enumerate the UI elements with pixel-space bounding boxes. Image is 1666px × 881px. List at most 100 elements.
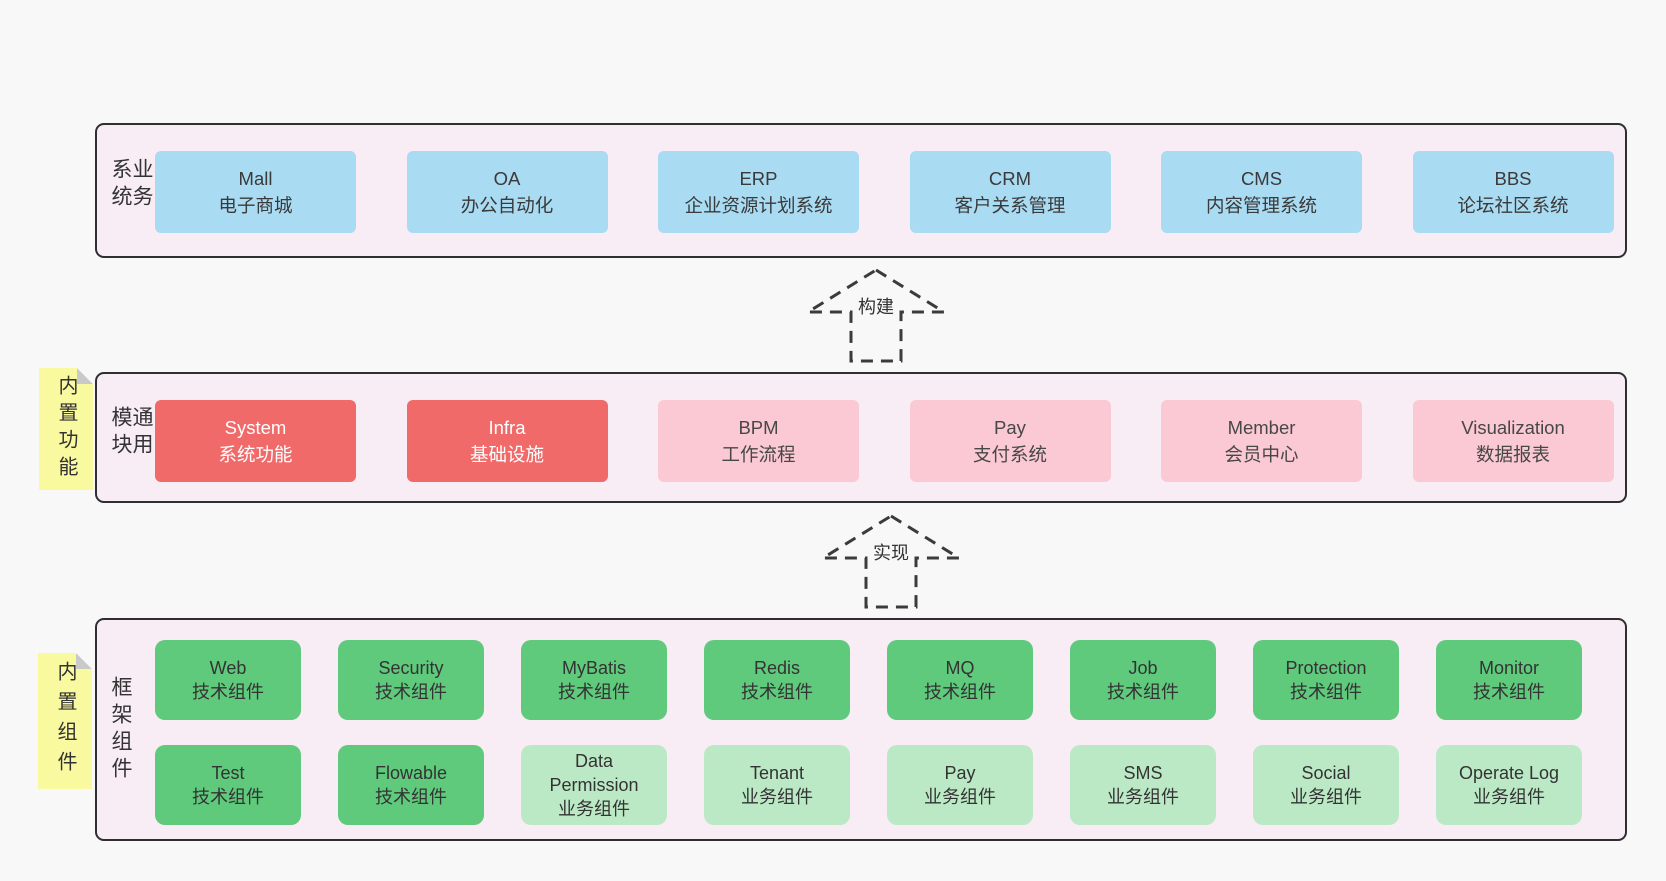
module-description: 技术组件 xyxy=(375,787,447,807)
module-name: Flowable xyxy=(374,763,448,783)
dashed-up-arrow-icon xyxy=(821,514,961,609)
module-box-protection: Protection 技术组件 xyxy=(1253,640,1399,720)
module-name: SMS xyxy=(1123,763,1163,783)
module-description: 技术组件 xyxy=(192,787,264,807)
module-box-redis: Redis 技术组件 xyxy=(704,640,850,720)
module-description: 基础设施 xyxy=(469,444,544,465)
module-name: BBS xyxy=(1494,168,1532,189)
module-name: Pay xyxy=(994,417,1026,438)
module-box-web: Web 技术组件 xyxy=(155,640,301,720)
module-description: 数据报表 xyxy=(1475,444,1550,465)
module-description: 技术组件 xyxy=(741,682,813,702)
module-box-cms: CMS 内容管理系统 xyxy=(1161,151,1362,233)
module-description: 技术组件 xyxy=(1107,682,1179,702)
module-name: Infra xyxy=(488,417,526,438)
module-description: 内容管理系统 xyxy=(1205,195,1317,216)
module-name: Member xyxy=(1227,417,1296,438)
module-box-mybatis: MyBatis 技术组件 xyxy=(521,640,667,720)
layer-framework-label: 框架组件 xyxy=(109,675,132,784)
module-box-tenant: Tenant 业务组件 xyxy=(704,745,850,825)
module-description: 技术组件 xyxy=(1290,682,1362,702)
layer-common-label: 通用模块 xyxy=(109,405,153,460)
module-box-visualization: Visualization 数据报表 xyxy=(1412,400,1614,482)
module-description: 业务组件 xyxy=(558,799,630,819)
module-name: MQ xyxy=(945,658,975,678)
module-name: Visualization xyxy=(1461,417,1565,438)
module-name: Operate Log xyxy=(1458,763,1560,783)
module-name: Protection xyxy=(1285,658,1367,678)
module-description: 技术组件 xyxy=(924,682,996,702)
module-description: 会员中心 xyxy=(1224,444,1299,465)
module-name: CRM xyxy=(988,168,1032,189)
module-description: 技术组件 xyxy=(1473,682,1545,702)
module-box-oa: OA 办公自动化 xyxy=(406,151,608,233)
module-box-operate-log: Operate Log 业务组件 xyxy=(1436,745,1582,825)
module-description: 技术组件 xyxy=(375,682,447,702)
module-description: 工作流程 xyxy=(721,444,796,465)
folded-corner-icon xyxy=(77,368,93,384)
module-box-security: Security 技术组件 xyxy=(338,640,484,720)
module-box-bpm: BPM 工作流程 xyxy=(658,400,859,482)
module-box-data-permission: Data Permission 业务组件 xyxy=(521,745,667,825)
module-description: 办公自动化 xyxy=(460,195,554,216)
module-box-member: Member 会员中心 xyxy=(1161,400,1362,482)
module-description: 业务组件 xyxy=(924,787,996,807)
module-name: Web xyxy=(209,658,247,678)
module-name: MyBatis xyxy=(561,658,626,678)
module-description: 技术组件 xyxy=(192,682,264,702)
module-name: Social xyxy=(1301,763,1351,783)
module-description: 业务组件 xyxy=(741,787,813,807)
sticky-note-built-in-components: 内置组件 xyxy=(38,653,92,789)
module-box-monitor: Monitor 技术组件 xyxy=(1436,640,1582,720)
module-description: 电子商城 xyxy=(218,195,293,216)
module-name: CMS xyxy=(1240,168,1283,189)
module-description: 业务组件 xyxy=(1473,787,1545,807)
module-name: Job xyxy=(1128,658,1158,678)
module-box-bbs: BBS 论坛社区系统 xyxy=(1412,151,1614,233)
module-description: 论坛社区系统 xyxy=(1457,195,1569,216)
implement-arrow: 实现 xyxy=(821,510,961,610)
implement-arrow-label: 实现 xyxy=(870,537,912,567)
module-box-sms: SMS 业务组件 xyxy=(1070,745,1216,825)
module-description: 企业资源计划系统 xyxy=(684,195,833,216)
module-name: BPM xyxy=(738,417,779,438)
module-box-mall: Mall 电子商城 xyxy=(155,151,356,233)
sticky-note-text: 内置组件 xyxy=(54,661,76,781)
module-name: Pay xyxy=(944,763,976,783)
module-name: Monitor xyxy=(1478,658,1540,678)
build-arrow-label: 构建 xyxy=(855,291,897,321)
module-box-flowable: Flowable 技术组件 xyxy=(338,745,484,825)
module-name: Data Permission xyxy=(549,751,639,795)
sticky-note-built-in-features: 内置功能 xyxy=(39,368,93,490)
module-description: 技术组件 xyxy=(558,682,630,702)
module-box-job: Job 技术组件 xyxy=(1070,640,1216,720)
module-name: Tenant xyxy=(749,763,805,783)
sticky-note-text: 内置功能 xyxy=(55,375,77,483)
folded-corner-icon xyxy=(76,653,92,669)
module-box-pay: Pay 业务组件 xyxy=(887,745,1033,825)
module-box-crm: CRM 客户关系管理 xyxy=(909,151,1111,233)
module-name: Security xyxy=(378,658,444,678)
module-description: 客户关系管理 xyxy=(954,195,1066,216)
module-name: OA xyxy=(493,168,521,189)
module-box-infra: Infra 基础设施 xyxy=(406,400,608,482)
module-box-mq: MQ 技术组件 xyxy=(887,640,1033,720)
dashed-up-arrow-icon xyxy=(806,268,946,363)
module-name: Redis xyxy=(753,658,801,678)
layer-business-label: 业务系统 xyxy=(109,157,153,212)
module-description: 业务组件 xyxy=(1107,787,1179,807)
module-name: Mall xyxy=(238,168,273,189)
